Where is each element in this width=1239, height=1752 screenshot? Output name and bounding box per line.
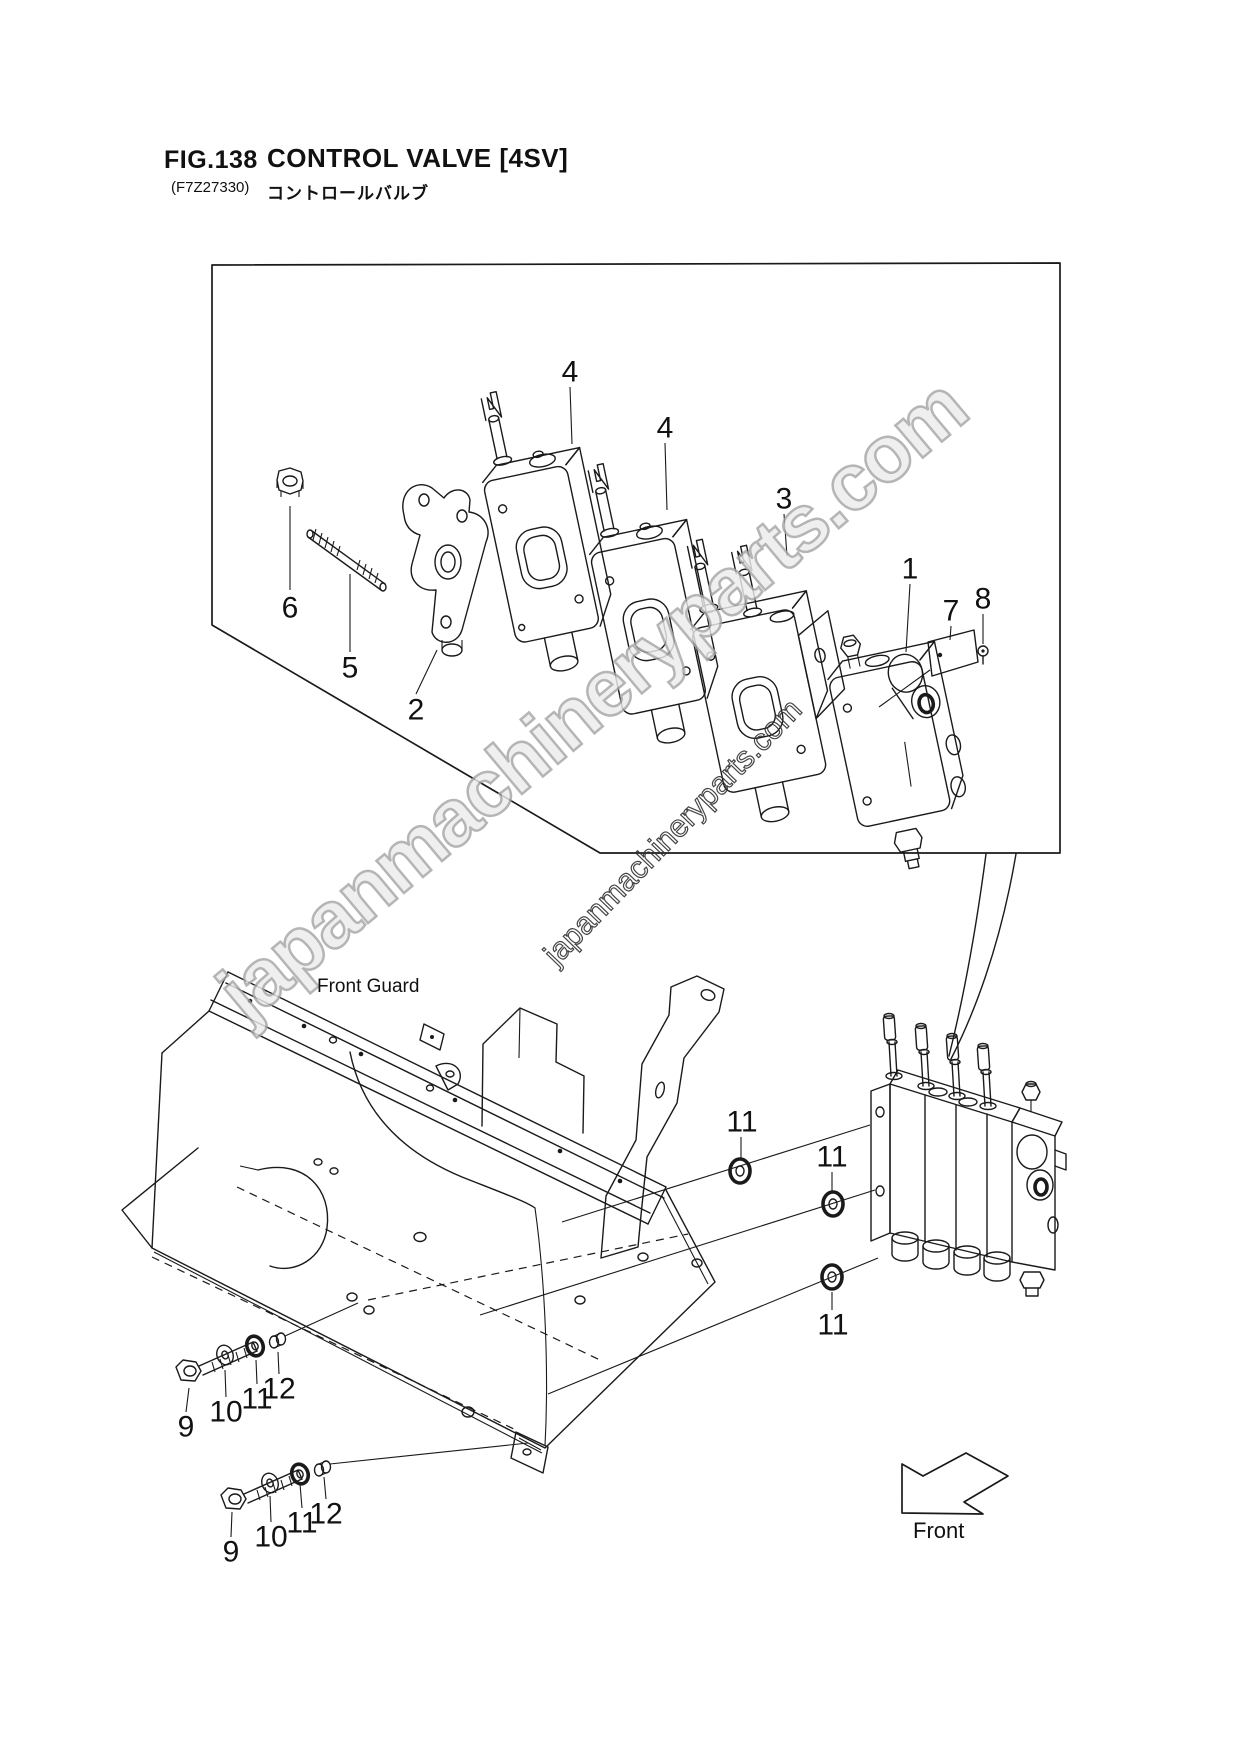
- callout-1: 1: [902, 553, 919, 586]
- callout-2: 2: [408, 694, 425, 727]
- front-guard-label: Front Guard: [317, 976, 420, 997]
- assembled-control-valve: [870, 1012, 1067, 1297]
- callout-9: 9: [223, 1536, 240, 1569]
- part-valve-section-4b: [587, 462, 719, 744]
- part-screw-8: [977, 614, 989, 665]
- callout-11: 11: [817, 1309, 848, 1342]
- page-title: CONTROL VALVE [4SV]: [267, 143, 569, 173]
- pointer-curve: [948, 853, 1017, 1060]
- spool-handles: [882, 1012, 997, 1111]
- part-valve-section-3: [686, 538, 846, 823]
- washer-leader-lines: [479, 1124, 879, 1395]
- leader-4a: [569, 386, 573, 445]
- part-nut-6: [276, 467, 304, 590]
- callout-11: 11: [726, 1106, 757, 1139]
- part-plate-2: [402, 484, 489, 695]
- part-plate-7: [878, 625, 979, 708]
- callout-11: 11: [241, 1383, 272, 1416]
- fastener-set-1: [175, 1302, 359, 1413]
- leader-3: [783, 513, 788, 557]
- front-arrow: [901, 1452, 1009, 1515]
- part-stud-5: [306, 528, 387, 652]
- part-code: (F7Z27330): [171, 179, 250, 196]
- callout-3: 3: [776, 483, 793, 516]
- callout-12: 12: [262, 1373, 295, 1406]
- figure-number: FIG.138: [164, 146, 258, 174]
- part-washer-11c: [820, 1263, 844, 1291]
- callout-10: 10: [209, 1396, 242, 1429]
- mounting-bracket: [600, 975, 725, 1259]
- leader-4b: [664, 442, 668, 511]
- leader-1: [905, 583, 911, 653]
- front-label: Front: [913, 1518, 965, 1543]
- callout-8: 8: [975, 583, 992, 616]
- callout-4: 4: [562, 356, 579, 389]
- callout-5: 5: [342, 652, 359, 685]
- callout-10: 10: [254, 1521, 287, 1554]
- callout-6: 6: [282, 592, 299, 625]
- callout-12: 12: [309, 1498, 342, 1531]
- part-valve-section-1: [827, 634, 967, 870]
- part-valve-section-4a: [480, 390, 612, 672]
- callout-9: 9: [178, 1411, 195, 1444]
- callout-11: 11: [286, 1507, 317, 1540]
- callout-11: 11: [816, 1141, 847, 1174]
- part-washer-11b: [821, 1190, 845, 1218]
- fastener-set-2: [220, 1442, 529, 1538]
- part-washer-11a: [728, 1157, 752, 1185]
- callout-7: 7: [943, 595, 960, 628]
- front-guard: [121, 971, 716, 1474]
- exploded-view-box: [211, 262, 1061, 854]
- page-title-japanese: コントロールバルブ: [267, 184, 429, 203]
- callout-4: 4: [657, 412, 674, 445]
